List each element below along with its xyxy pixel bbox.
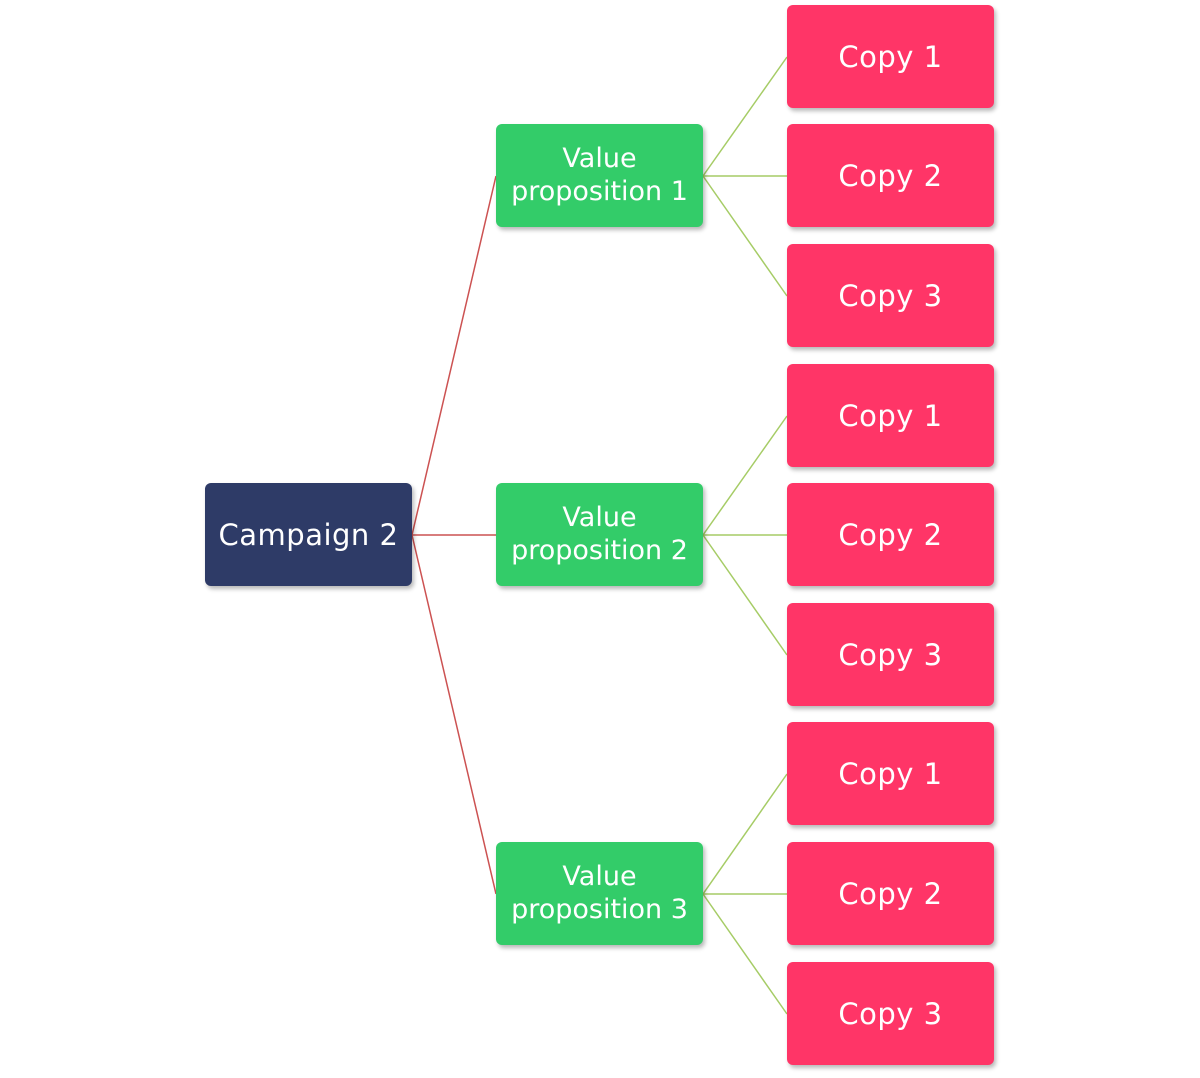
value-proposition-label: Value proposition 1 [511, 142, 688, 207]
value-proposition-node-1[interactable]: Value proposition 1 [496, 124, 703, 227]
copy-label: Copy 2 [838, 517, 943, 552]
connector-root-vp3 [411, 534, 497, 895]
copy-label: Copy 2 [838, 158, 943, 193]
connector-vp1-copy3 [702, 175, 788, 297]
copy-node-vp3-3[interactable]: Copy 3 [787, 962, 994, 1065]
connector-vp3-copy1 [702, 773, 788, 895]
copy-label: Copy 3 [838, 637, 943, 672]
campaign-node[interactable]: Campaign 2 [205, 483, 412, 586]
copy-node-vp1-2[interactable]: Copy 2 [787, 124, 994, 227]
copy-node-vp3-1[interactable]: Copy 1 [787, 722, 994, 825]
value-proposition-node-2[interactable]: Value proposition 2 [496, 483, 703, 586]
connector-vp2-copy3 [702, 534, 788, 656]
copy-label: Copy 1 [838, 756, 943, 791]
copy-node-vp2-2[interactable]: Copy 2 [787, 483, 994, 586]
copy-node-vp1-1[interactable]: Copy 1 [787, 5, 994, 108]
copy-label: Copy 1 [838, 398, 943, 433]
connector-vp3-copy3 [702, 893, 788, 1015]
copy-label: Copy 3 [838, 996, 943, 1031]
connector-vp1-copy1 [702, 56, 788, 177]
copy-label: Copy 2 [838, 876, 943, 911]
value-proposition-node-3[interactable]: Value proposition 3 [496, 842, 703, 945]
connector-vp2-copy1 [702, 415, 788, 536]
copy-label: Copy 1 [838, 39, 943, 74]
value-proposition-label: Value proposition 2 [511, 501, 688, 566]
connector-root-vp1 [411, 175, 497, 536]
copy-node-vp3-2[interactable]: Copy 2 [787, 842, 994, 945]
value-proposition-label: Value proposition 3 [511, 860, 688, 925]
campaign-node-label: Campaign 2 [218, 517, 399, 552]
copy-node-vp2-1[interactable]: Copy 1 [787, 364, 994, 467]
copy-node-vp2-3[interactable]: Copy 3 [787, 603, 994, 706]
copy-label: Copy 3 [838, 278, 943, 313]
copy-node-vp1-3[interactable]: Copy 3 [787, 244, 994, 347]
